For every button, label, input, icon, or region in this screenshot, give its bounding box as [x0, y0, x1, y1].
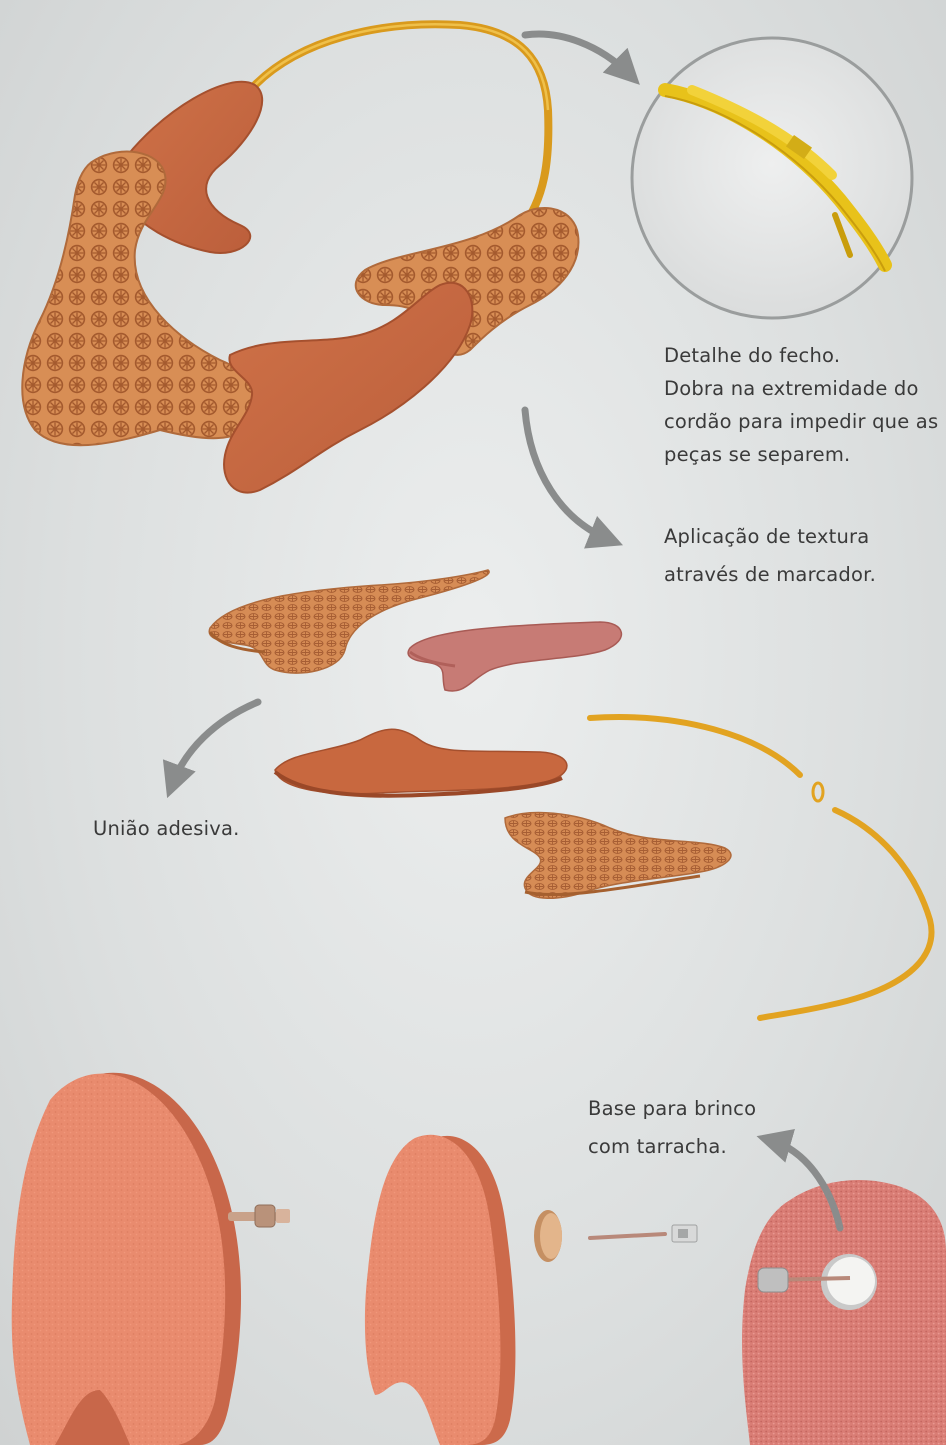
- caption-line: peças se separem.: [664, 438, 938, 471]
- clasp-detail-caption: Detalhe do fecho. Dobra na extremidade d…: [664, 339, 938, 471]
- necklace-cord: [255, 24, 548, 230]
- textured-piece: [505, 813, 731, 899]
- assembled-necklace: [22, 24, 578, 492]
- smooth-piece: [224, 283, 472, 493]
- caption-line: Base para brinco: [588, 1090, 756, 1128]
- smooth-piece: [275, 729, 567, 793]
- necklace-cord: [590, 717, 800, 775]
- clasp-detail-zoom: [632, 38, 912, 318]
- caption-line: com tarracha.: [588, 1128, 756, 1166]
- earring-base-caption: Base para brinco com tarracha.: [588, 1090, 756, 1166]
- earring-back: [742, 1180, 946, 1445]
- caption-line: Dobra na extremidade do: [664, 372, 938, 405]
- exploded-necklace: [209, 570, 931, 1018]
- curved-arrow-icon: [525, 410, 610, 540]
- texture-caption: Aplicação de textura através de marcador…: [664, 518, 876, 594]
- caption-line: através de marcador.: [664, 556, 876, 594]
- necklace-cord: [760, 810, 932, 1018]
- textured-piece: [22, 152, 260, 446]
- caption-line: Detalhe do fecho.: [664, 339, 938, 372]
- adhesive-caption: União adesiva.: [93, 812, 240, 845]
- caption-line: União adesiva.: [93, 812, 240, 845]
- caption-line: cordão para impedir que as: [664, 405, 938, 438]
- earrings: [12, 1073, 946, 1445]
- pink-piece: [408, 622, 621, 691]
- caption-line: Aplicação de textura: [664, 518, 876, 556]
- curved-arrow-icon: [172, 702, 258, 785]
- earring-front: [365, 1135, 501, 1445]
